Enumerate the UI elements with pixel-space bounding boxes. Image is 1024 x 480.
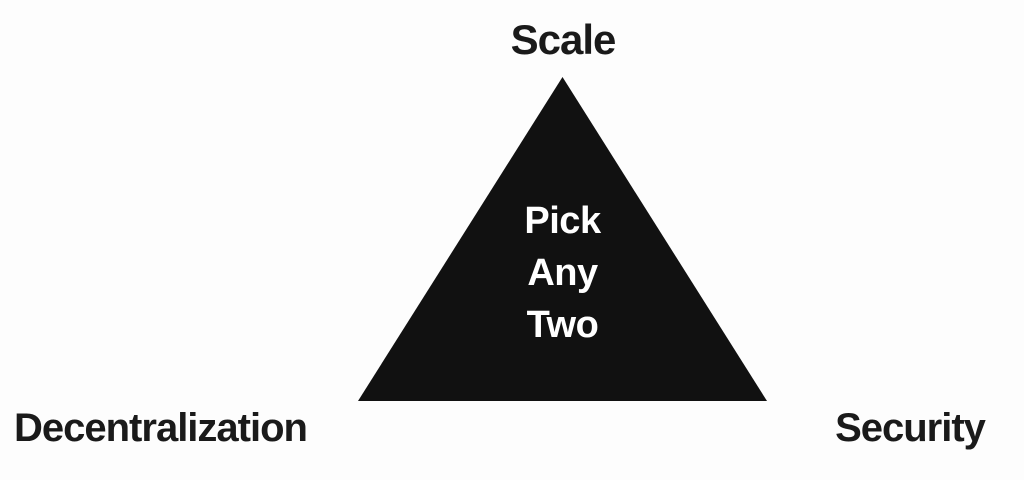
label-security: Security (835, 406, 986, 450)
caption-line-1: Pick (524, 200, 601, 242)
caption-line-2: Any (527, 252, 598, 294)
trilemma-triangle: Pick Any Two (358, 77, 767, 401)
caption-line-3: Two (526, 304, 599, 346)
label-scale: Scale (510, 16, 617, 63)
label-decentralization: Decentralization (14, 406, 308, 450)
triangle-caption: Pick Any Two (358, 195, 767, 351)
